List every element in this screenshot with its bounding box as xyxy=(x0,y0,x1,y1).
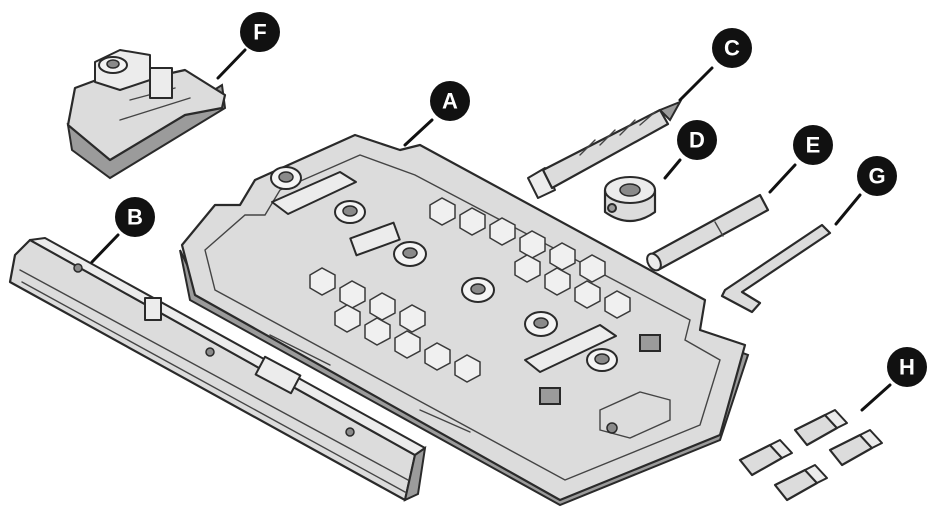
label-b: B xyxy=(115,197,155,237)
square-boss-left xyxy=(539,387,561,405)
label-f-text: F xyxy=(253,20,266,45)
block-h-1 xyxy=(738,439,793,477)
label-c-text: C xyxy=(724,36,740,61)
block-h-2 xyxy=(793,409,848,447)
rail-tab-1 xyxy=(144,297,162,321)
bushing-holes xyxy=(270,166,618,372)
leader-lines xyxy=(90,48,892,412)
label-f: F xyxy=(240,12,280,52)
label-d: D xyxy=(677,120,717,160)
label-e-text: E xyxy=(806,133,821,158)
part-c-drill-bit xyxy=(527,100,683,199)
label-a-text: A xyxy=(442,89,458,114)
part-a-base-plate xyxy=(179,133,750,507)
label-a: A xyxy=(430,81,470,121)
label-d-text: D xyxy=(689,128,705,153)
label-h: H xyxy=(887,347,927,387)
label-c: C xyxy=(712,28,752,68)
label-h-text: H xyxy=(899,355,915,380)
block-h-4 xyxy=(773,464,828,502)
label-e: E xyxy=(793,125,833,165)
hex-pockets-lower xyxy=(309,267,481,383)
block-h-3 xyxy=(828,429,883,467)
rail-clip xyxy=(254,355,302,395)
clamp-lever xyxy=(149,67,173,99)
part-d-stop-collar xyxy=(603,176,657,223)
part-e-pin xyxy=(646,193,770,272)
part-g-hex-key xyxy=(720,223,832,314)
part-h-small-blocks xyxy=(738,409,883,502)
part-f-clamp-block xyxy=(66,49,227,180)
square-boss-right xyxy=(639,334,661,352)
label-g-text: G xyxy=(868,164,885,189)
label-b-text: B xyxy=(127,205,143,230)
part-b-fence-rail xyxy=(8,237,427,502)
label-g: G xyxy=(857,156,897,196)
hex-pockets-upper xyxy=(429,197,631,319)
